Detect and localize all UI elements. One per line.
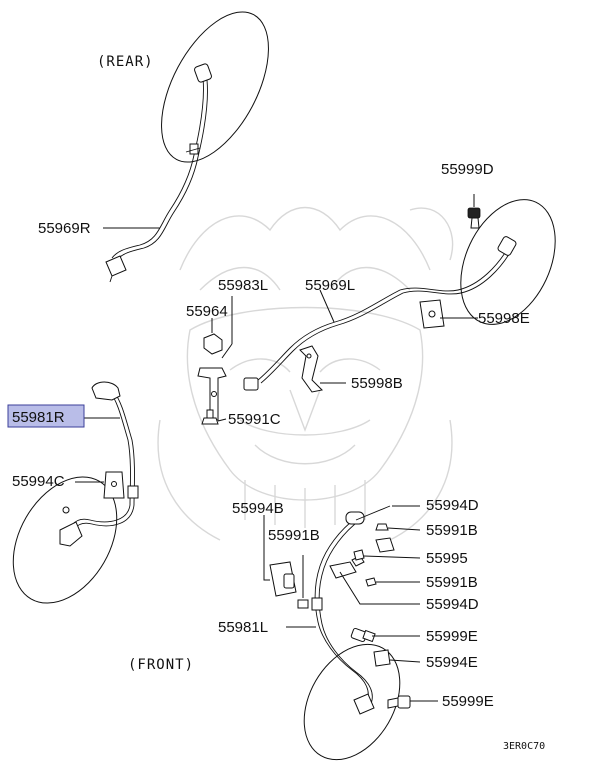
label-55969L[interactable]: 55969L (305, 277, 355, 294)
label-55995[interactable]: 55995 (426, 550, 468, 567)
label-55999D[interactable]: 55999D (441, 161, 494, 178)
front-right-brake-disc (12, 476, 118, 604)
bolt-55999D (467, 194, 481, 229)
leader-lines (75, 227, 478, 702)
watermark-crest (157, 206, 454, 541)
clip-55994D-top (375, 537, 395, 553)
bolt-55999E-top (350, 627, 376, 643)
label-55964[interactable]: 55964 (186, 303, 228, 320)
label-55981R[interactable]: 55981R (12, 409, 65, 426)
nut-55964 (203, 318, 223, 355)
label-55994B[interactable]: 55994B (232, 500, 284, 517)
rear-right-brake-disc (161, 11, 269, 163)
clip-55998B (299, 345, 324, 393)
label-55999E-low[interactable]: 55999E (442, 693, 494, 710)
label-55999E-top[interactable]: 55999E (426, 628, 478, 645)
label-55991B-left[interactable]: 55991B (268, 527, 320, 544)
bolt-55991B-low (365, 577, 377, 587)
label-55994D-low[interactable]: 55994D (426, 596, 479, 613)
front-section-title: (FRONT) (128, 657, 194, 673)
label-55969R[interactable]: 55969R (38, 220, 91, 237)
label-55998B[interactable]: 55998B (351, 375, 403, 392)
rear-section-title: (REAR) (97, 54, 154, 70)
highlighted-part-55981R[interactable]: 55981R (7, 404, 85, 428)
rear-left-harness-55969L (243, 236, 517, 391)
label-55983L[interactable]: 55983L (218, 277, 268, 294)
label-55991C[interactable]: 55991C (228, 411, 281, 428)
clip-55994E (373, 649, 391, 667)
label-55981L[interactable]: 55981L (218, 619, 268, 636)
label-55998E[interactable]: 55998E (478, 310, 530, 327)
bolt-55999E-low (387, 695, 411, 709)
bracket-55983L (197, 296, 233, 421)
label-55994D-top[interactable]: 55994D (426, 497, 479, 514)
bolt-55991B-top (375, 523, 389, 531)
front-left-brake-disc (303, 643, 401, 761)
label-55994C[interactable]: 55994C (12, 473, 65, 490)
bolt-55995 (353, 549, 365, 561)
front-left-sensor-55981L (311, 505, 391, 715)
front-right-sensor-55981R (59, 381, 139, 547)
label-55991B-low[interactable]: 55991B (426, 574, 478, 591)
bolt-55991C (201, 409, 219, 425)
rear-right-harness-55969R (105, 63, 212, 283)
highlight-box (7, 404, 85, 428)
label-55994E[interactable]: 55994E (426, 654, 478, 671)
bracket-55994B (269, 561, 297, 597)
label-55991B-top[interactable]: 55991B (426, 522, 478, 539)
rear-left-brake-disc (460, 199, 556, 325)
figure-code: 3ER0C70 (503, 741, 545, 752)
bolt-55991B-left (297, 555, 309, 609)
